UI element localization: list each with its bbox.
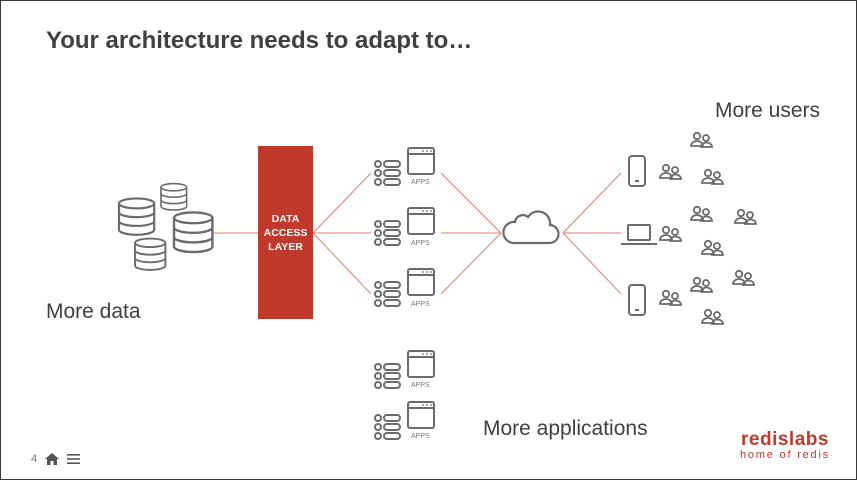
slide-footer: 4 [31,453,81,465]
svg-text:APPS: APPS [411,179,430,186]
cloud-icon [502,210,560,245]
more-users-label: More users [715,99,821,122]
svg-text:APPS: APPS [411,433,430,440]
laptop-icon [621,224,657,245]
connector-lines [213,172,622,295]
phone-icon [628,284,646,316]
app-server-icon: APPS [374,147,435,186]
app-server-icon: APPS [374,268,435,308]
users-icon [659,163,682,180]
database-icon [172,211,214,254]
users-group [659,131,757,325]
app-server-icon: APPS [374,401,435,440]
users-icon [659,225,682,242]
users-icon [734,208,757,225]
users-icon [659,289,682,306]
slide-title: Your architecture needs to adapt to… [46,27,473,54]
database-icon [117,197,156,236]
more-data-label: More data [46,300,141,323]
users-icon [732,269,755,286]
database-icon [160,182,188,211]
data-access-layer-box: DATA ACCESS LAYER [258,146,313,319]
home-icon[interactable] [45,453,60,465]
users-icon [701,308,724,325]
database-icon [134,237,167,271]
data-access-layer-label: DATA ACCESS LAYER [263,212,308,253]
phone-icon [628,155,646,187]
svg-text:APPS: APPS [411,301,430,308]
users-icon [690,131,713,148]
more-applications-label: More applications [483,417,648,440]
logo-tagline: home of redis [739,449,830,461]
logo-brand: redislabs [741,429,829,450]
svg-text:APPS: APPS [411,382,430,389]
redislabs-logo: redislabs home of redis [740,429,830,461]
users-icon [701,239,724,256]
users-icon [690,276,713,293]
app-server-icon: APPS [374,350,435,389]
database-cluster [117,182,214,271]
users-icon [701,168,724,185]
app-server-icon: APPS [374,207,435,247]
page-number: 4 [31,453,38,465]
users-icon [690,205,713,222]
menu-icon[interactable] [67,454,81,464]
svg-text:APPS: APPS [411,240,430,247]
